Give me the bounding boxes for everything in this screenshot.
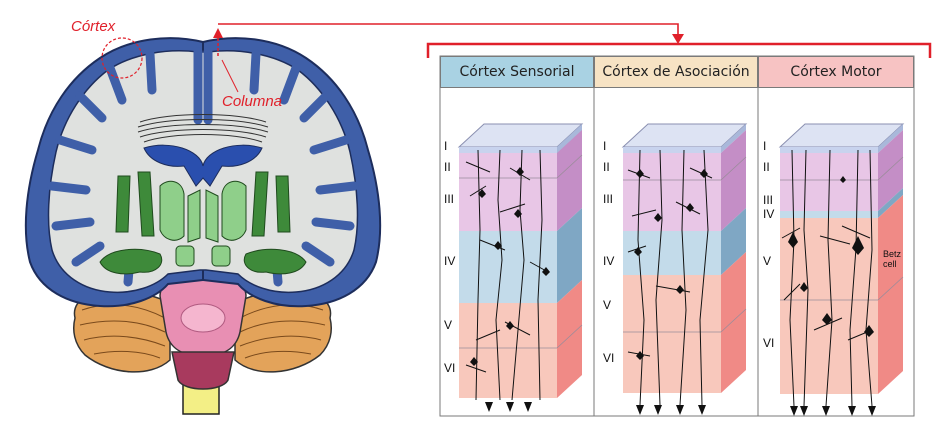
association-layer-label: II — [603, 160, 610, 174]
motor-layer-label: V — [763, 254, 772, 268]
basal-nuclei — [99, 171, 307, 275]
column-label: Columna — [222, 93, 283, 110]
corpus-callosum — [137, 114, 269, 143]
motor-layer-label: IV — [763, 207, 775, 221]
thalamus — [159, 180, 247, 267]
sulci — [47, 47, 359, 287]
motor-layer-label: I — [763, 139, 767, 153]
association-layer-label: III — [603, 192, 614, 206]
medulla — [171, 351, 235, 390]
betz-label-line1: Betz — [883, 249, 902, 259]
sensory-layer-label: IV — [444, 254, 456, 268]
brain-coronal-section — [24, 28, 382, 415]
sensory-layer-label: III — [444, 192, 455, 206]
cortex-label: Córtex — [71, 18, 116, 35]
motor-layer-label: II — [763, 160, 770, 174]
cortex-highlight-circle — [101, 37, 143, 79]
association-cortex-block — [621, 123, 748, 415]
sensory-cortex-block — [457, 123, 584, 412]
sensory-layer-label: VI — [444, 361, 456, 375]
association-layer-label: VI — [603, 351, 615, 365]
sensory-layer-label: II — [444, 160, 451, 174]
association-layer-label: V — [603, 298, 612, 312]
column-arrow-up — [213, 28, 223, 38]
motor-layer-label: VI — [763, 336, 775, 350]
panel-title-sensory: Córtex Sensorial — [440, 56, 594, 88]
motor-layer-label: III — [763, 193, 774, 207]
betz-cell-label: Betz cell — [883, 249, 901, 269]
association-layer-label: IV — [603, 254, 615, 268]
association-layer-label: I — [603, 139, 607, 153]
column-pointer — [221, 59, 239, 93]
lateral-ventricles — [143, 144, 263, 187]
motor-cortex-block — [778, 123, 905, 416]
connector-arrowhead — [672, 34, 684, 44]
sensory-layer-label: I — [444, 139, 448, 153]
betz-label-line2: cell — [883, 259, 897, 269]
connector — [218, 23, 932, 58]
panel-title-association: Córtex de Asociación — [594, 56, 758, 88]
sensory-layer-label: V — [444, 318, 453, 332]
panel-title-motor: Córtex Motor — [758, 56, 914, 88]
